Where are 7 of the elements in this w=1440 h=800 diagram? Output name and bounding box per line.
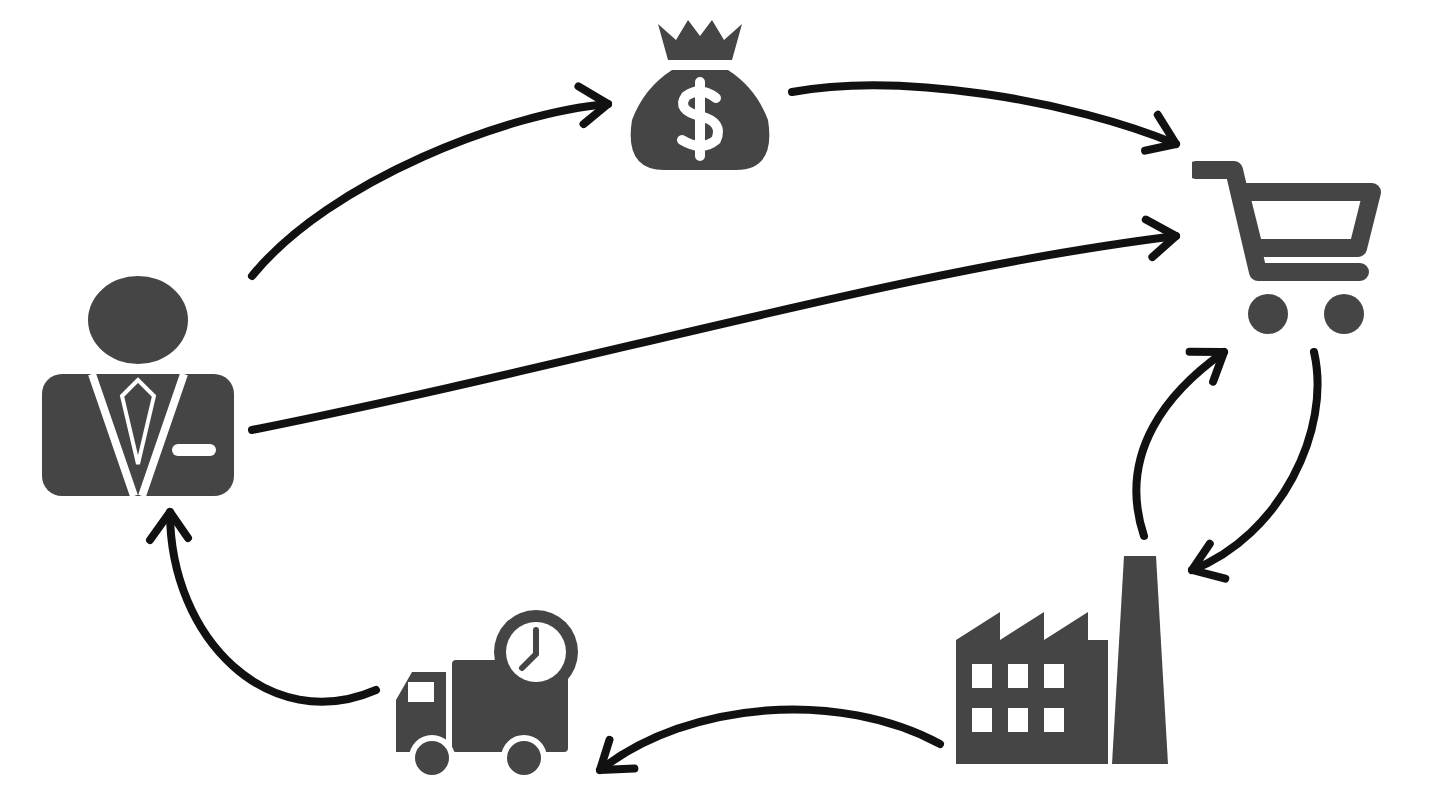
curved-arrow [1132, 348, 1228, 540]
curved-arrow [147, 508, 380, 706]
curved-arrow [1188, 348, 1322, 581]
curved-arrow [248, 216, 1180, 434]
curved-arrow [788, 81, 1180, 156]
curved-arrow [248, 83, 612, 280]
curved-arrow [596, 705, 944, 775]
